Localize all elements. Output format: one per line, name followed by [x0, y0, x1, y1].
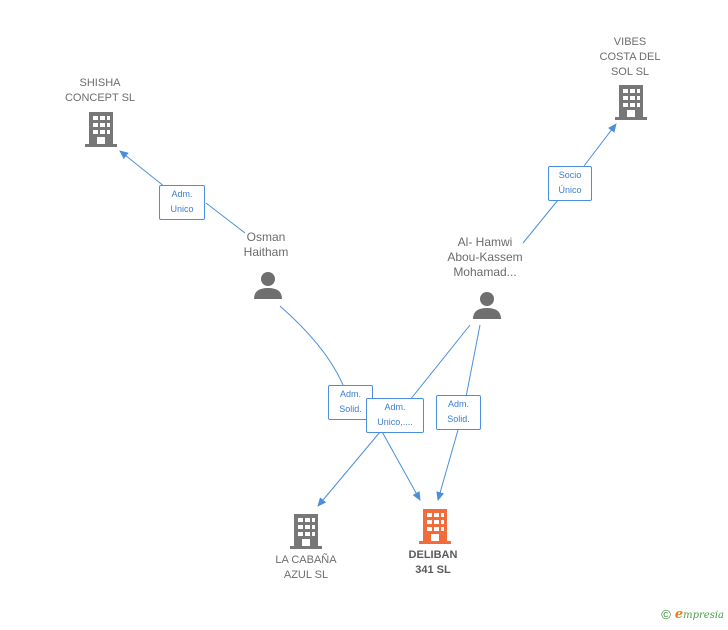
copyright-symbol: © — [661, 607, 671, 622]
building-icon[interactable] — [290, 514, 322, 550]
edge-alhamwi-cabana — [318, 324, 471, 506]
edge-label-alhamwi-deliban: Adm. Solid. — [436, 395, 481, 430]
building-icon[interactable] — [419, 509, 451, 545]
edge-label-alhamwi-cabana: Adm. Unico,.... — [366, 398, 424, 433]
empresia-logo[interactable]: empresia — [674, 607, 724, 622]
node-label-cabana[interactable]: LA CABAÑA AZUL SL — [275, 554, 337, 581]
edge-label-osman-deliban: Adm. Solid. — [328, 385, 373, 420]
node-label-osman[interactable]: Osman Haitham — [243, 230, 289, 259]
node-label-alhamwi[interactable]: Al- Hamwi Abou-Kassem Mohamad... — [447, 235, 523, 279]
building-icon[interactable] — [615, 85, 647, 121]
node-label-shisha[interactable]: SHISHA CONCEPT SL — [64, 77, 136, 104]
edge-alhamwi-vibes — [522, 124, 616, 244]
edge-osman-shisha — [120, 151, 246, 234]
person-icon[interactable] — [472, 290, 502, 320]
edge-label-alhamwi-vibes: Socio Único — [548, 166, 592, 201]
person-icon[interactable] — [253, 270, 283, 300]
building-icon[interactable] — [85, 112, 117, 148]
edge-alhamwi-deliban — [438, 324, 481, 500]
edge-osman-deliban — [279, 305, 420, 500]
empresia-footer[interactable]: © empresia — [661, 607, 724, 622]
node-label-deliban[interactable]: DELIBAN 341 SL — [408, 549, 458, 576]
edge-label-osman-shisha: Adm. Unico — [159, 185, 205, 220]
node-label-vibes[interactable]: VIBES COSTA DEL SOL SL — [599, 36, 661, 78]
